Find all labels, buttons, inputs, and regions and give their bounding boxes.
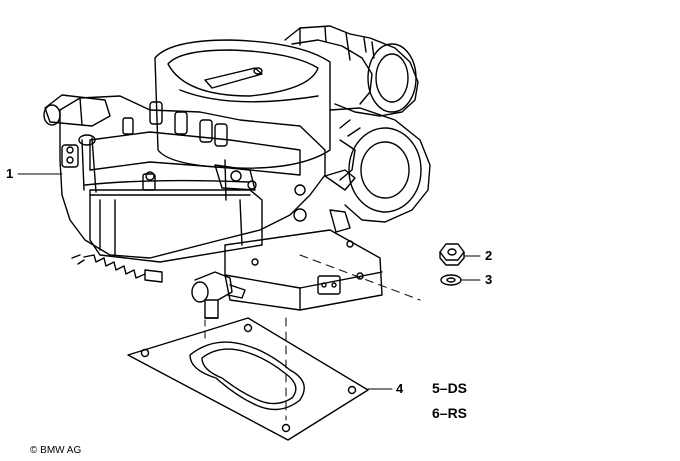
base-gasket bbox=[127, 317, 369, 441]
washer bbox=[440, 274, 462, 286]
linkage-rod bbox=[61, 134, 97, 193]
idle-fitting bbox=[191, 271, 246, 319]
note-ds: 5–DS bbox=[432, 380, 468, 396]
throttle-base bbox=[224, 184, 383, 311]
jet-studs bbox=[122, 101, 228, 191]
air-horn bbox=[154, 39, 331, 169]
callout-4: 4 bbox=[396, 381, 404, 396]
hex-nut bbox=[439, 243, 465, 266]
callout-1: 1 bbox=[6, 166, 14, 181]
float-bowl bbox=[59, 95, 326, 263]
callout-3: 3 bbox=[485, 272, 493, 287]
choke-housing bbox=[284, 25, 419, 117]
top-cover bbox=[89, 131, 301, 201]
copyright-text: © BMW AG bbox=[30, 445, 82, 456]
throttle-spring bbox=[71, 254, 163, 283]
pump-cylinder bbox=[43, 94, 111, 127]
carburetor-assembly bbox=[43, 25, 431, 319]
choke-cover bbox=[324, 107, 431, 223]
note-rs: 6–RS bbox=[432, 405, 468, 421]
assembly-line-stud bbox=[299, 254, 421, 301]
callout-2: 2 bbox=[485, 248, 493, 263]
leader-lines bbox=[17, 173, 481, 421]
